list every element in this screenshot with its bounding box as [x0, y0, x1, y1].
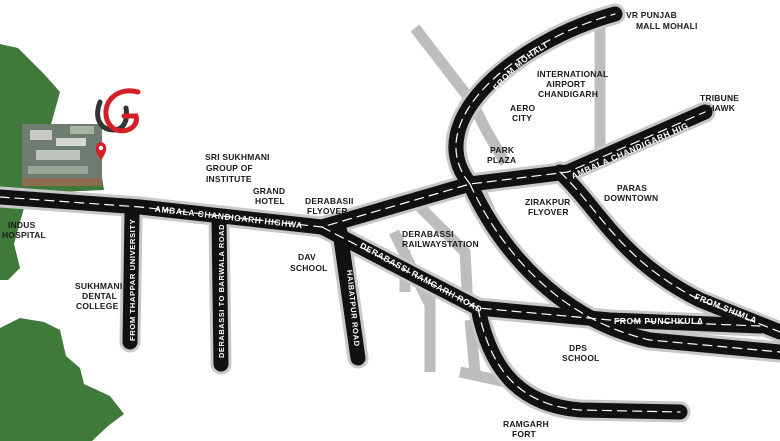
road-label-from-punchkula: FROM PUNCHKULA: [614, 316, 704, 326]
location-pin-icon: [95, 142, 107, 160]
logo-icon: [95, 88, 141, 134]
project-aerial-photo: [22, 124, 102, 186]
road-label-derabassi-to-barwala-road: DERABASSI TO BARWALA ROAD: [217, 224, 226, 358]
main-roads: [0, 3, 780, 423]
green-area-bottom-left: [0, 318, 124, 441]
road-label-from-thappar-university: FROM THAPPAR UNIVERSITY: [128, 219, 137, 341]
